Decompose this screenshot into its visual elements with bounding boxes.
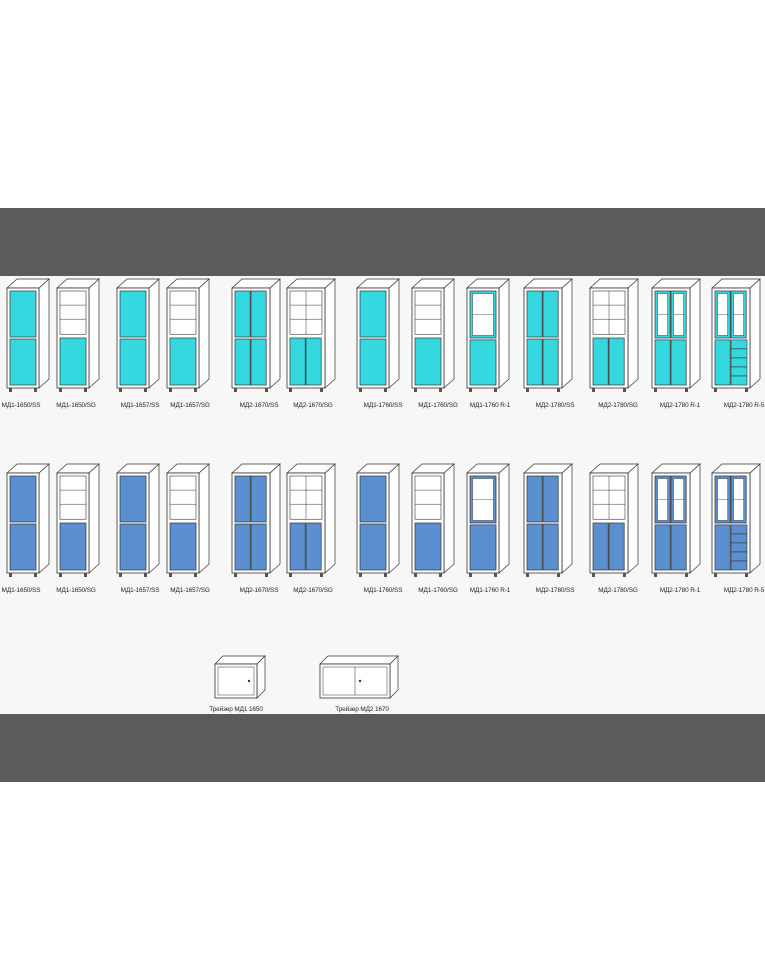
cabinet-label: МД2-1780 R-5 bbox=[723, 587, 765, 594]
cabinet-label: МД1-1650/SS bbox=[1, 587, 41, 594]
cabinet-drawing bbox=[588, 276, 640, 401]
cabinet-label: МД2-1670/SS bbox=[239, 587, 279, 594]
topper-drawing bbox=[318, 654, 404, 709]
cabinet-drawing bbox=[230, 276, 282, 401]
cabinet-label: МД2-1780 R-1 bbox=[659, 587, 701, 594]
cabinet-drawing bbox=[410, 276, 456, 401]
cabinet-drawing bbox=[165, 276, 211, 401]
cabinet-label: МД1-1657/SG bbox=[170, 587, 210, 594]
cabinet-drawing bbox=[55, 461, 101, 586]
cabinet-drawing bbox=[165, 461, 211, 586]
cabinet-label: МД2-1780/SG bbox=[598, 587, 638, 594]
cabinet-label: МД1-1760/SG bbox=[418, 402, 458, 409]
cabinet-label: МД2-1780/SS bbox=[535, 402, 575, 409]
cabinet-drawing bbox=[650, 461, 702, 586]
cabinet-label: МД1-1657/SS bbox=[120, 402, 160, 409]
cabinet-drawing bbox=[465, 276, 511, 401]
bottom-gray-band bbox=[0, 714, 765, 782]
cabinet-label: МД2-1780 R-1 bbox=[659, 402, 701, 409]
cabinet-label: МД2-1780 R-5 bbox=[723, 402, 765, 409]
top-gray-band bbox=[0, 208, 765, 276]
cabinet-label: МД1-1760 R-1 bbox=[469, 402, 511, 409]
cabinet-drawing bbox=[285, 276, 337, 401]
cabinet-label: МД1-1657/SG bbox=[170, 402, 210, 409]
cabinet-label: МД1-1657/SS bbox=[120, 587, 160, 594]
cabinet-drawing bbox=[355, 276, 401, 401]
cabinet-drawing bbox=[55, 276, 101, 401]
cabinet-drawing bbox=[115, 461, 161, 586]
cabinet-drawing bbox=[355, 461, 401, 586]
cabinet-label: МД2-1780/SG bbox=[598, 402, 638, 409]
cabinet-label: МД2-1670/SG bbox=[293, 402, 333, 409]
cabinet-catalog: МД1-1650/SS МД1-1650/SG МД1-1657/SS МД1-165… bbox=[0, 276, 765, 714]
cabinet-drawing bbox=[650, 276, 702, 401]
cabinet-label: МД1-1760/SG bbox=[418, 587, 458, 594]
cabinet-drawing bbox=[230, 461, 282, 586]
cabinet-label: МД1-1760/SS bbox=[363, 402, 403, 409]
topper-label: Трейзер МД2 1670 bbox=[335, 706, 389, 713]
cabinet-label: МД1-1650/SS bbox=[1, 402, 41, 409]
cabinet-drawing bbox=[522, 461, 574, 586]
cabinet-drawing bbox=[465, 461, 511, 586]
cabinet-drawing bbox=[285, 461, 337, 586]
cabinet-label: МД1-1650/SG bbox=[56, 587, 96, 594]
cabinet-label: МД2-1670/SG bbox=[293, 587, 333, 594]
cabinet-label: МД2-1670/SS bbox=[239, 402, 279, 409]
cabinet-label: МД1-1650/SG bbox=[56, 402, 96, 409]
cabinet-drawing bbox=[710, 461, 762, 586]
cabinet-drawing bbox=[410, 461, 456, 586]
topper-drawing bbox=[213, 654, 271, 709]
cabinet-drawing bbox=[5, 276, 51, 401]
cabinet-drawing bbox=[588, 461, 640, 586]
cabinet-drawing bbox=[115, 276, 161, 401]
cabinet-label: МД1-1760/SS bbox=[363, 587, 403, 594]
cabinet-label: МД2-1780/SS bbox=[535, 587, 575, 594]
cabinet-drawing bbox=[5, 461, 51, 586]
topper-label: Трейзер МД1 1650 bbox=[209, 706, 263, 713]
cabinet-drawing bbox=[710, 276, 762, 401]
cabinet-drawing bbox=[522, 276, 574, 401]
cabinet-label: МД1-1760 R-1 bbox=[469, 587, 511, 594]
